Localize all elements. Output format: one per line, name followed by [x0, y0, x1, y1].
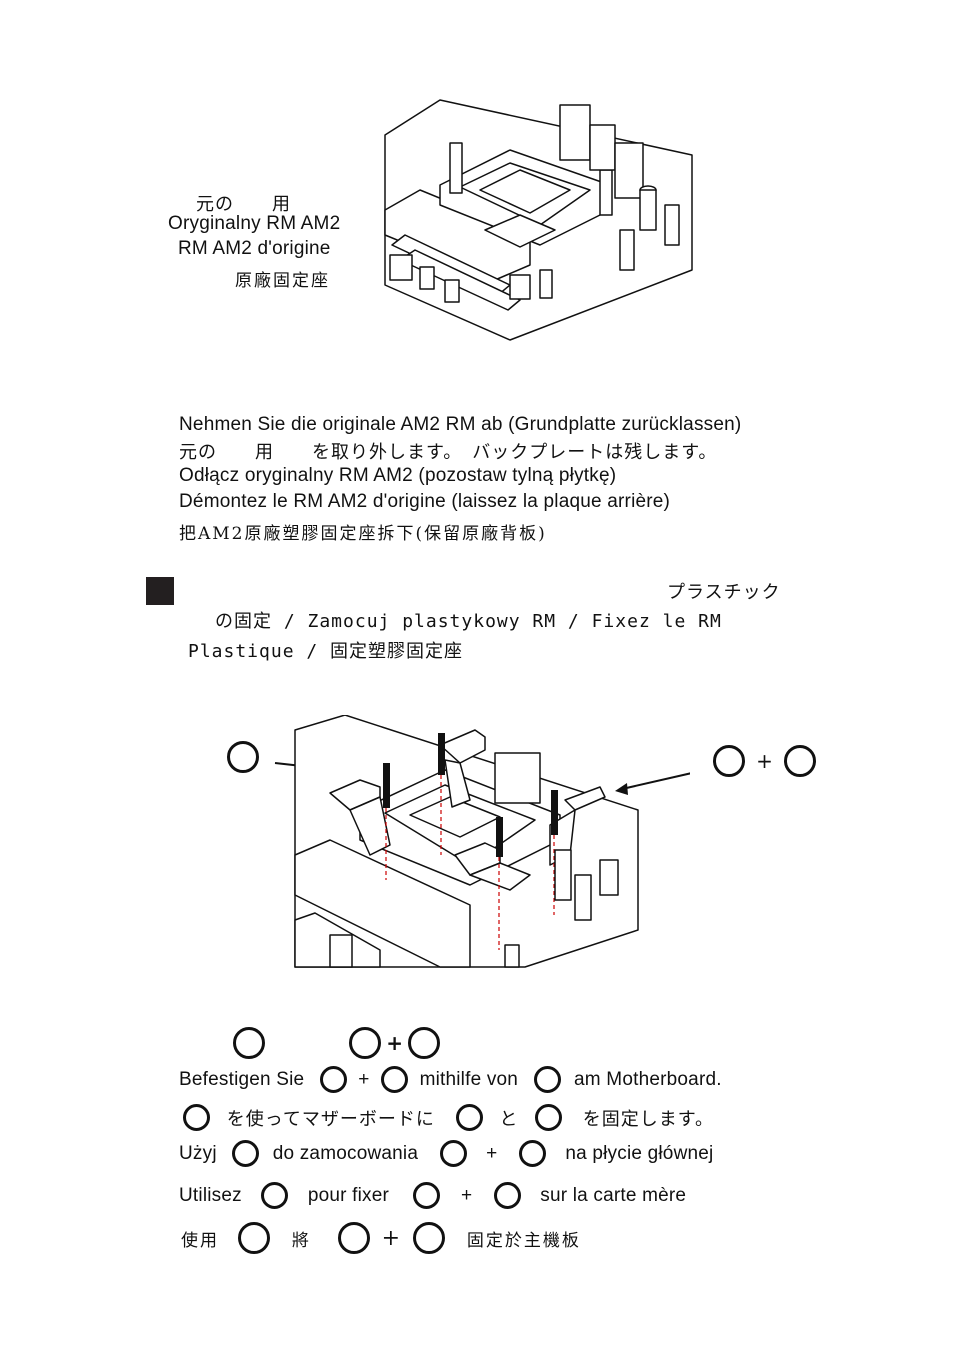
- step3-pl-part-c: na płycie głównej: [565, 1142, 714, 1164]
- step3-zh-part-b: 將: [291, 1230, 311, 1251]
- step1-text-pl: Odłącz oryginalny RM AM2 (pozostaw tylną…: [179, 465, 617, 486]
- step3-jp-part-c: を固定します。: [582, 1108, 714, 1130]
- step3-jp-part-a: を使ってマザーボードに: [226, 1108, 435, 1130]
- step3-line-jp: を使ってマザーボードに と を固定します。: [183, 1104, 714, 1131]
- motherboard-diagram-plastic-rm: [274, 715, 690, 968]
- step3-de-plus: +: [358, 1068, 370, 1090]
- step1-text-de: Nehmen Sie die originale AM2 RM ab (Grun…: [179, 414, 742, 435]
- step3-de-part-c: am Motherboard.: [574, 1068, 722, 1090]
- step3-header-plus: +: [386, 1031, 404, 1055]
- step1-text-fr: Démontez le RM AM2 d'origine (laissez la…: [179, 491, 671, 512]
- step3-jp-part-b: と: [499, 1108, 519, 1130]
- original-rm-label-jp: 元の 用: [196, 194, 291, 215]
- step1-text-zh: 把AM2原廠塑膠固定座拆下(保留原廠背板): [179, 524, 547, 544]
- step3-de-part-a: Befestigen Sie: [179, 1068, 305, 1090]
- step3-fr-plus: +: [460, 1184, 473, 1206]
- step3-fr-part-c: sur la carte mère: [540, 1184, 687, 1206]
- step3-pl-part-b: do zamocowania: [272, 1142, 419, 1164]
- step-marker-square: [146, 577, 174, 605]
- step3-header-icons: +: [233, 1027, 441, 1059]
- step2-heading-line3: Plastique / 固定塑膠固定座: [188, 641, 464, 662]
- original-rm-label-fr: RM AM2 d'origine: [178, 238, 331, 259]
- callout-circles-parts: +: [713, 745, 816, 777]
- motherboard-diagram-original: [384, 99, 693, 341]
- callout-circle-screw: [227, 741, 259, 773]
- original-rm-label-zh: 原廠固定座: [235, 271, 330, 291]
- original-rm-label-pl: Oryginalny RM AM2: [168, 213, 341, 234]
- step3-line-de: Befestigen Sie + mithilfe von am Motherb…: [179, 1066, 722, 1093]
- step3-fr-part-b: pour fixer: [307, 1184, 390, 1206]
- step3-zh-plus: +: [381, 1225, 403, 1251]
- step2-heading-line2: の固定 / Zamocuj plastykowy RM / Fixez le R…: [196, 611, 722, 632]
- callout-plus: +: [756, 749, 773, 773]
- step3-pl-plus: +: [486, 1142, 498, 1164]
- step3-fr-part-a: Utilisez: [179, 1184, 242, 1206]
- step3-pl-part-a: Użyj: [179, 1142, 217, 1164]
- step2-heading-right: プラスチック: [667, 582, 781, 603]
- step3-zh-part-a: 使用: [181, 1230, 219, 1251]
- step3-zh-part-c: 固定於主機板: [466, 1230, 581, 1251]
- step3-de-part-b: mithilfe von: [419, 1068, 519, 1090]
- step1-text-jp: 元の 用 を取り外します。 バックプレートは残します。: [179, 442, 718, 463]
- step3-line-pl: Użyj do zamocowania + na płycie głównej: [179, 1140, 713, 1167]
- step3-line-fr: Utilisez pour fixer + sur la carte mère: [179, 1182, 686, 1209]
- step3-line-zh: 使用 將 + 固定於主機板: [181, 1222, 581, 1254]
